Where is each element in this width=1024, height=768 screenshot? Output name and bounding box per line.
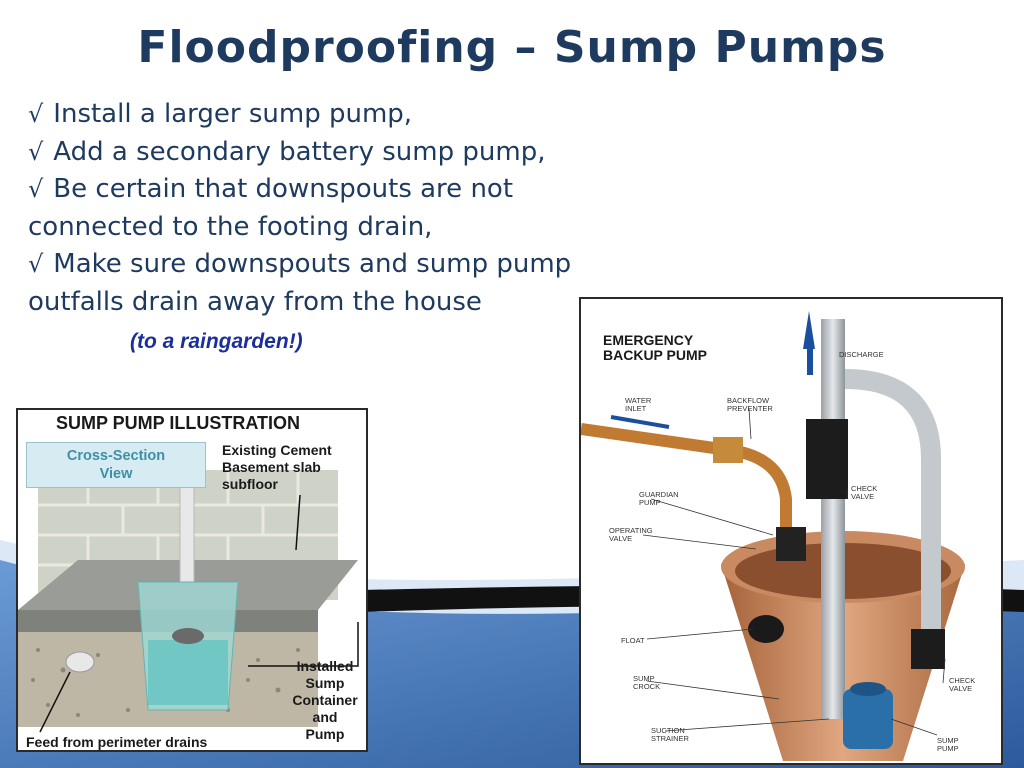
check-mark-icon: √: [28, 175, 44, 203]
label-water-inlet: Water Inlet: [625, 396, 652, 413]
bullet-item-continuation: connected to the footing drain,: [28, 211, 433, 242]
emergency-backup-pump-illustration: EMERGENCY BACKUP PUMP Discharge Water In…: [579, 297, 1003, 765]
bullet-item: √Add a secondary battery sump pump,: [28, 134, 728, 172]
label-operating-valve: Operating Valve: [609, 526, 653, 543]
label-suction-strainer: Suction Strainer: [651, 726, 689, 743]
label-guardian-pump: Guardian Pump: [639, 490, 679, 507]
bullet-item: √Be certain that downspouts are not: [28, 171, 728, 209]
backup-pump-title: EMERGENCY BACKUP PUMP: [603, 332, 707, 363]
label-float: Float: [621, 636, 645, 645]
check-mark-icon: √: [28, 250, 44, 278]
bullet-item-continuation: outfalls drain away from the house: [28, 286, 482, 317]
bullet-item: √Install a larger sump pump,: [28, 96, 728, 134]
backup-pump-drawing: [581, 311, 965, 761]
label-sump-pump: Sump Pump: [937, 736, 959, 753]
slab-label: Existing Cement Basement slab subfloor: [222, 442, 332, 492]
label-check-valve-bottom: Check Valve: [949, 676, 976, 693]
label-backflow-preventer: Backflow Preventer: [727, 396, 773, 413]
label-check-valve-top: Check Valve: [851, 484, 878, 501]
label-sump-crock: Sump Crock: [633, 674, 661, 691]
slide-title: Floodproofing – Sump Pumps: [137, 22, 887, 73]
cross-section-view-label: Cross-Section View: [26, 442, 206, 488]
check-mark-icon: √: [28, 100, 44, 128]
feed-label: Feed from perimeter drains: [26, 734, 208, 750]
sump-cross-section-drawing: [18, 470, 359, 733]
raingarden-note: (to a raingarden!): [130, 330, 303, 353]
sump-illustration-title: SUMP PUMP ILLUSTRATION: [56, 413, 301, 433]
sump-pump-illustration: SUMP PUMP ILLUSTRATION Cross-Section Vie…: [16, 408, 368, 752]
label-discharge: Discharge: [839, 350, 884, 359]
container-label: Installed Sump Container and Pump: [292, 658, 358, 742]
bullet-item: √Make sure downspouts and sump pump: [28, 246, 728, 284]
bullet-list: √Install a larger sump pump, √Add a seco…: [28, 96, 728, 321]
check-mark-icon: √: [28, 137, 44, 166]
